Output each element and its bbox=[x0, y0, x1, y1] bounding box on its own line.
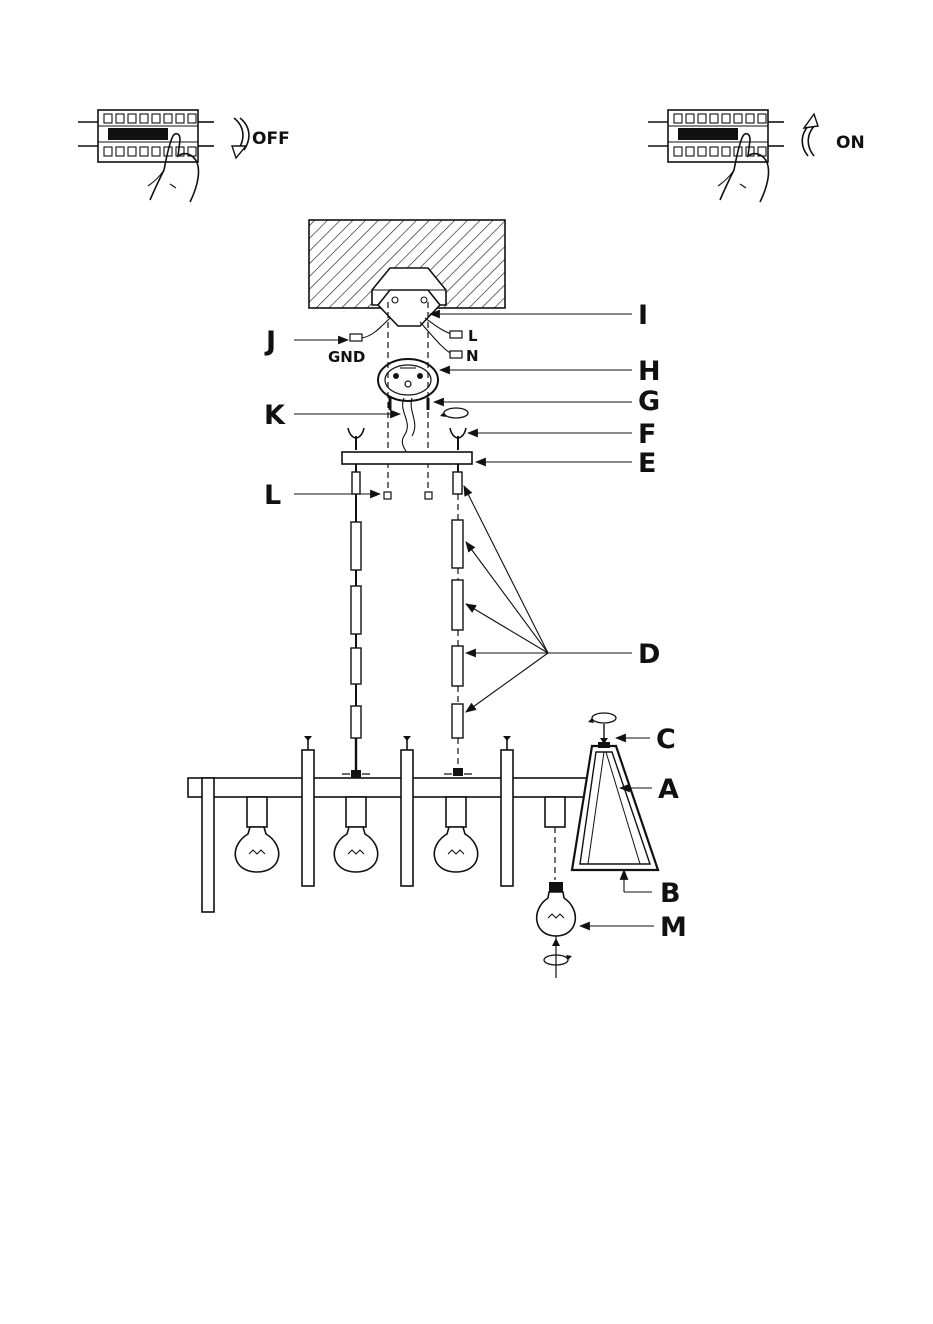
main-bar bbox=[188, 778, 598, 797]
label-I: I bbox=[638, 300, 648, 331]
off-label: OFF bbox=[252, 129, 290, 149]
right-suspension-rod bbox=[444, 464, 472, 776]
left-suspension-rod bbox=[342, 464, 370, 778]
breaker-off-group: OFF bbox=[78, 110, 290, 202]
hand-icon bbox=[718, 134, 769, 202]
label-L: L bbox=[264, 480, 281, 511]
wing-nut-right bbox=[450, 428, 466, 450]
label-B: B bbox=[660, 878, 681, 909]
on-label: ON bbox=[836, 133, 865, 153]
hand-icon bbox=[148, 134, 199, 202]
breaker-panel-icon bbox=[78, 110, 214, 162]
arrow-down-icon bbox=[232, 118, 249, 158]
label-C: C bbox=[656, 724, 676, 755]
label-F: F bbox=[638, 419, 656, 450]
rotate-icon bbox=[544, 955, 572, 965]
label-L-wire: L bbox=[468, 327, 478, 345]
bulb-icon bbox=[334, 797, 377, 872]
rotate-icon bbox=[440, 408, 468, 418]
mounting-plate bbox=[378, 359, 438, 401]
bulb-icon bbox=[537, 882, 576, 978]
label-K: K bbox=[264, 400, 286, 431]
label-G: G bbox=[638, 386, 660, 417]
label-M: M bbox=[660, 912, 687, 943]
junction-box bbox=[372, 268, 446, 326]
bulb-icon bbox=[235, 797, 278, 872]
wing-nut-left bbox=[348, 428, 364, 450]
bulb-icon bbox=[434, 797, 477, 872]
lamp-wire bbox=[402, 398, 408, 460]
label-D: D bbox=[638, 639, 660, 670]
label-H: H bbox=[638, 356, 661, 387]
lamp-shade bbox=[572, 724, 658, 870]
rotate-icon bbox=[588, 713, 616, 723]
label-GND: GND bbox=[328, 348, 365, 366]
breaker-panel-icon bbox=[648, 110, 784, 162]
label-A: A bbox=[658, 774, 679, 805]
label-J: J bbox=[264, 326, 276, 357]
crossbar bbox=[342, 452, 472, 464]
label-E: E bbox=[638, 448, 656, 479]
arrow-up-icon bbox=[802, 114, 818, 156]
socket bbox=[545, 797, 565, 827]
breaker-on-group: ON bbox=[648, 110, 865, 202]
label-N-wire: N bbox=[466, 347, 479, 365]
